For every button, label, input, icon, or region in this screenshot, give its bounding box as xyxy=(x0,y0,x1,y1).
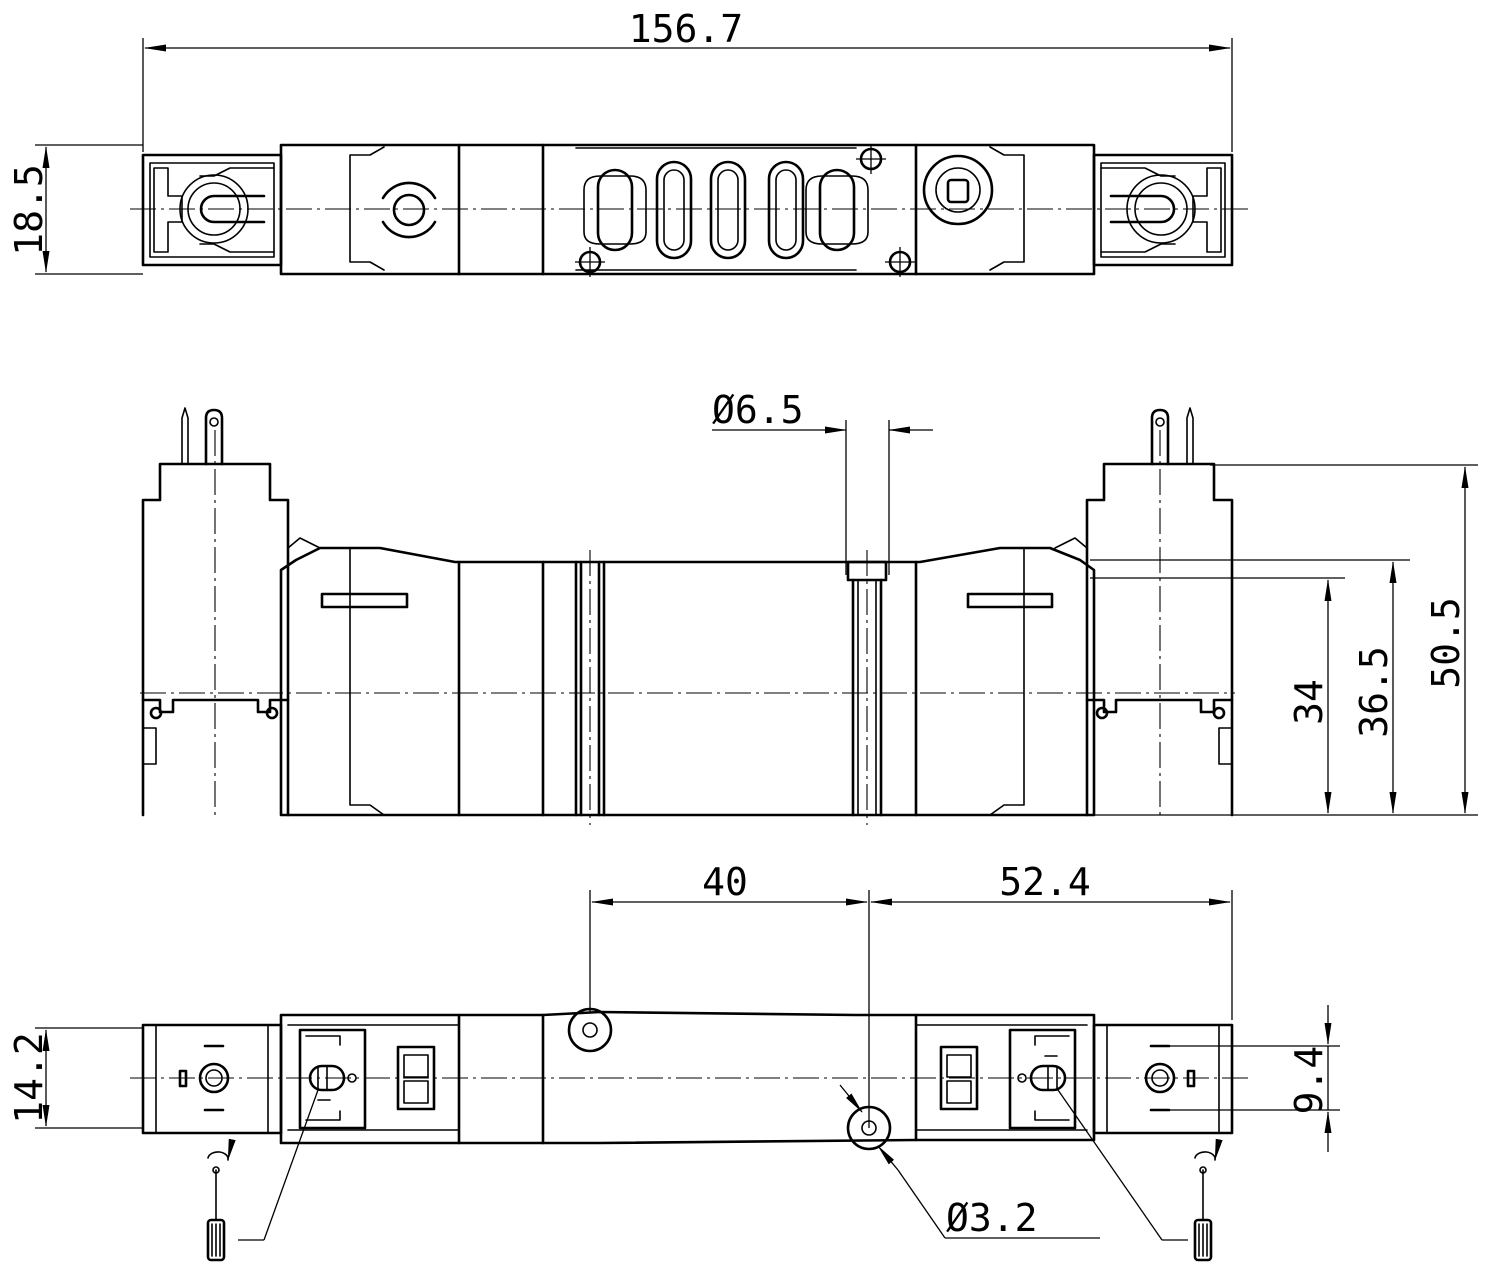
left-screwdriver-icon xyxy=(206,1089,319,1262)
left-indicator-slot xyxy=(320,592,409,609)
mount-hole-icon xyxy=(846,1105,892,1151)
right-indicator-slot xyxy=(966,592,1054,609)
port-slot-4 xyxy=(767,160,805,260)
left-coil-housing xyxy=(141,462,290,817)
pilot-exhaust-icon xyxy=(922,154,994,226)
height-36-5-label: 36.5 xyxy=(1352,646,1396,738)
valve-body-side xyxy=(279,546,1096,817)
left-solenoid-cap xyxy=(141,153,283,267)
height-34-label: 34 xyxy=(1287,679,1331,725)
top-view: 156.7 18.5 xyxy=(7,7,1250,277)
right-terminal-pin xyxy=(1150,408,1170,466)
right-solenoid-cap xyxy=(1092,153,1234,267)
port-slot-5 xyxy=(818,168,856,252)
top-width-label: 18.5 xyxy=(7,164,51,256)
hole-diameter-label: Ø3.2 xyxy=(946,1196,1038,1240)
spacing-52-4-label: 52.4 xyxy=(999,860,1091,904)
port-fitting xyxy=(846,560,888,582)
port-slot-1 xyxy=(596,168,634,252)
port-slot-2 xyxy=(655,160,693,260)
port-slot-3 xyxy=(709,160,747,260)
side-view: Ø6.5 34 36.5 50.5 xyxy=(140,388,1478,825)
right-manual-override xyxy=(1008,1028,1077,1130)
inner-width-label: 9.4 xyxy=(1287,1046,1331,1115)
left-latch-icon xyxy=(396,1045,436,1111)
left-coil-bottom xyxy=(141,1023,283,1135)
right-coil-bottom xyxy=(1092,1023,1234,1135)
spacing-40-label: 40 xyxy=(702,860,748,904)
height-50-5-label: 50.5 xyxy=(1424,597,1468,689)
right-screwdriver-icon xyxy=(1057,1089,1223,1262)
bottom-view: 40 52.4 14.2 9.4 xyxy=(7,860,1340,1262)
port-diameter-label: Ø6.5 xyxy=(712,388,804,432)
valve-body-top xyxy=(279,143,1096,276)
right-latch-icon xyxy=(939,1045,979,1111)
mount-hole-icon xyxy=(567,1007,613,1053)
left-manual-override xyxy=(298,1028,367,1130)
right-coil-housing xyxy=(1085,462,1234,817)
left-terminal-pin xyxy=(204,408,224,466)
length-dimension-label: 156.7 xyxy=(629,7,743,51)
bottom-width-label: 14.2 xyxy=(7,1032,51,1124)
pilot-port-icon xyxy=(392,193,426,227)
